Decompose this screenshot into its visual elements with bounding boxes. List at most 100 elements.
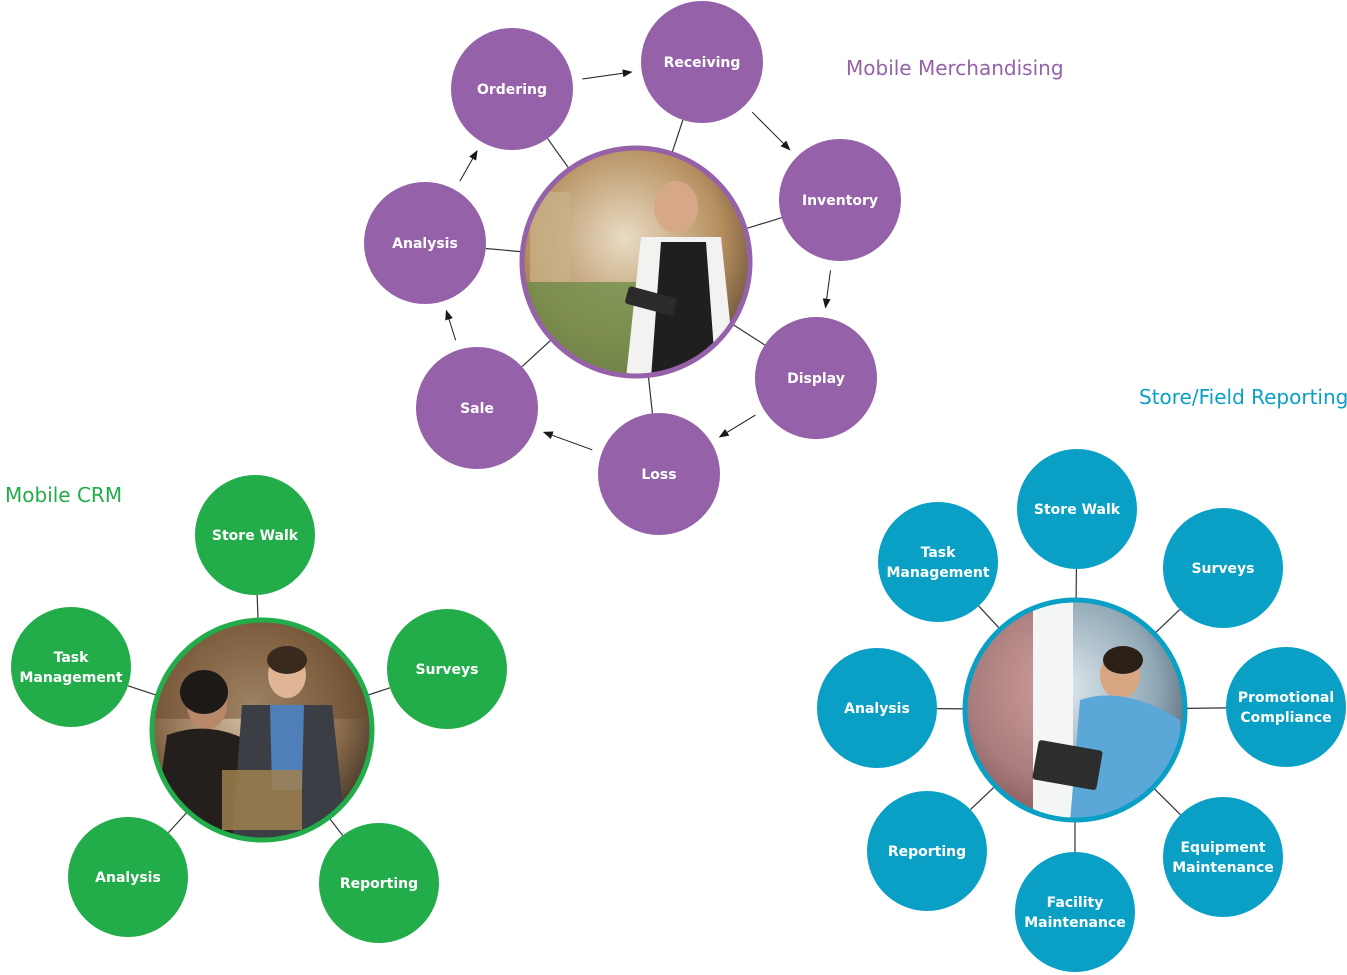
store-field-reporting-node-label: Promotional — [1238, 690, 1334, 706]
store-field-reporting-connector-7 — [978, 605, 1000, 629]
mobile-merchandising-node-circle — [755, 317, 877, 439]
mobile-crm-node-label: Management — [19, 670, 122, 686]
store-field-reporting-node-store-walk: Store Walk — [1017, 449, 1137, 569]
mobile-crm-node-label: Task — [54, 650, 90, 666]
mobile-merchandising-cycle-arrow-6-0 — [582, 69, 633, 80]
store-field-reporting-node-label: Management — [886, 565, 989, 581]
mobile-crm-node-reporting: Reporting — [319, 823, 439, 943]
mobile-merchandising-node-inventory: Inventory — [779, 139, 901, 261]
store-field-reporting-node-label: Maintenance — [1172, 860, 1274, 876]
mobile-merchandising-connector-6 — [547, 138, 569, 169]
store-field-reporting-node-label: Maintenance — [1024, 915, 1126, 931]
store-field-reporting-connector-2 — [1186, 707, 1227, 710]
mobile-merchandising-cycle-arrow-4-0 — [445, 309, 457, 341]
mobile-merchandising-connector-3 — [647, 377, 654, 414]
mobile-merchandising-connector-2 — [733, 324, 766, 346]
mobile-crm-connector-3 — [167, 812, 187, 834]
store-field-reporting-node-surveys: Surveys — [1163, 508, 1283, 628]
mobile-crm-node-circle — [68, 817, 188, 937]
mobile-merchandising-cycle-arrow-3-0 — [542, 431, 593, 451]
store-field-reporting-node-circle — [1017, 449, 1137, 569]
mobile-merchandising-node-ordering: Ordering — [451, 28, 573, 150]
mobile-crm-node-surveys: Surveys — [387, 609, 507, 729]
mobile-crm-node-label: Store Walk — [212, 528, 299, 544]
mobile-crm-node-circle — [319, 823, 439, 943]
mobile-merchandising-node-circle — [451, 28, 573, 150]
mobile-crm-node-label: Surveys — [415, 662, 478, 678]
mobile-crm-node-label: Reporting — [340, 876, 418, 892]
store-field-reporting-connector-3 — [1154, 788, 1181, 816]
store-field-reporting-node-reporting: Reporting — [867, 791, 987, 911]
mobile-merchandising-node-label: Inventory — [802, 193, 878, 209]
mobile-crm-node-analysis: Analysis — [68, 817, 188, 937]
mobile-crm-node-label: Analysis — [95, 870, 161, 886]
mobile-crm-title: Mobile CRM — [5, 483, 123, 507]
mobile-merchandising-node-receiving: Receiving — [641, 1, 763, 123]
store-field-reporting-node-label: Task — [921, 545, 957, 561]
store-field-reporting-node-circle — [1015, 852, 1135, 972]
mobile-merchandising-node-label: Sale — [460, 401, 494, 417]
store-field-reporting-node-label: Compliance — [1240, 710, 1331, 726]
mobile-merchandising-node-circle — [598, 413, 720, 535]
store-field-reporting-center-photo — [966, 601, 1184, 819]
mobile-merchandising-node-circle — [779, 139, 901, 261]
mobile-crm-node-circle — [387, 609, 507, 729]
store-field-reporting-node-circle — [817, 648, 937, 768]
mobile-merchandising-connector-1 — [746, 217, 782, 229]
store-field-reporting-title: Store/Field Reporting — [1139, 385, 1347, 409]
mobile-merchandising-connector-4 — [521, 340, 551, 368]
mobile-crm-connector-0 — [256, 594, 259, 619]
mobile-crm-node-store-walk: Store Walk — [195, 475, 315, 595]
mobile-merchandising-node-loss: Loss — [598, 413, 720, 535]
mobile-merchandising-cycle-arrow-5-0 — [459, 149, 478, 182]
store-field-reporting-node-label: Equipment — [1180, 840, 1265, 856]
mobile-merchandising-connector-0 — [671, 119, 684, 153]
store-field-reporting-node-circle — [878, 502, 998, 622]
mobile-merchandising-node-analysis: Analysis — [364, 182, 486, 304]
store-field-reporting-node-circle — [1163, 797, 1283, 917]
store-field-reporting-node-label: Surveys — [1191, 561, 1254, 577]
mobile-merchandising-cycle-arrow-2-0 — [718, 414, 756, 438]
mobile-merchandising-center-ring — [519, 145, 753, 379]
mobile-merchandising-title: Mobile Merchandising — [846, 56, 1064, 80]
store-field-reporting-connector-1 — [1155, 609, 1181, 633]
store-field-reporting-node-label: Reporting — [888, 844, 966, 860]
mobile-merchandising-node-circle — [641, 1, 763, 123]
mobile-merchandising-connector-5 — [485, 247, 521, 253]
mobile-merchandising-node-sale: Sale — [416, 347, 538, 469]
mobile-merchandising-node-circle — [416, 347, 538, 469]
store-field-reporting-node-circle — [1163, 508, 1283, 628]
mobile-merchandising-cycle-arrow-0-0 — [751, 111, 791, 151]
mobile-crm-node-circle — [195, 475, 315, 595]
mobile-crm-node-circle — [11, 607, 131, 727]
mobile-merchandising-cycle-arrow-1-0 — [822, 270, 832, 309]
mobile-merchandising-node-label: Ordering — [477, 82, 547, 98]
mobile-crm-connector-4 — [127, 685, 156, 696]
mobile-crm-connector-2 — [329, 818, 344, 836]
mobile-crm-center-photo — [153, 621, 371, 839]
store-field-reporting-node-label: Analysis — [844, 701, 910, 717]
store-field-reporting-node-label: Store Walk — [1034, 502, 1121, 518]
store-field-reporting-node-circle — [867, 791, 987, 911]
mobile-merchandising-node-display: Display — [755, 317, 877, 439]
mobile-merchandising-node-label: Receiving — [664, 55, 741, 71]
store-field-reporting-diagram: Store WalkSurveysPromotionalComplianceEq… — [817, 449, 1346, 972]
mobile-merchandising-node-label: Loss — [641, 467, 676, 483]
store-field-reporting-node-analysis: Analysis — [817, 648, 937, 768]
mobile-merchandising-node-circle — [364, 182, 486, 304]
store-field-reporting-node-label: Facility — [1047, 895, 1104, 911]
mobile-merchandising-node-label: Analysis — [392, 236, 458, 252]
mobile-merchandising-node-label: Display — [787, 371, 845, 387]
store-field-reporting-connector-5 — [970, 786, 995, 811]
mobile-crm-center-ring — [149, 617, 375, 843]
store-field-reporting-center-ring — [962, 597, 1188, 823]
store-field-reporting-node-circle — [1226, 647, 1346, 767]
